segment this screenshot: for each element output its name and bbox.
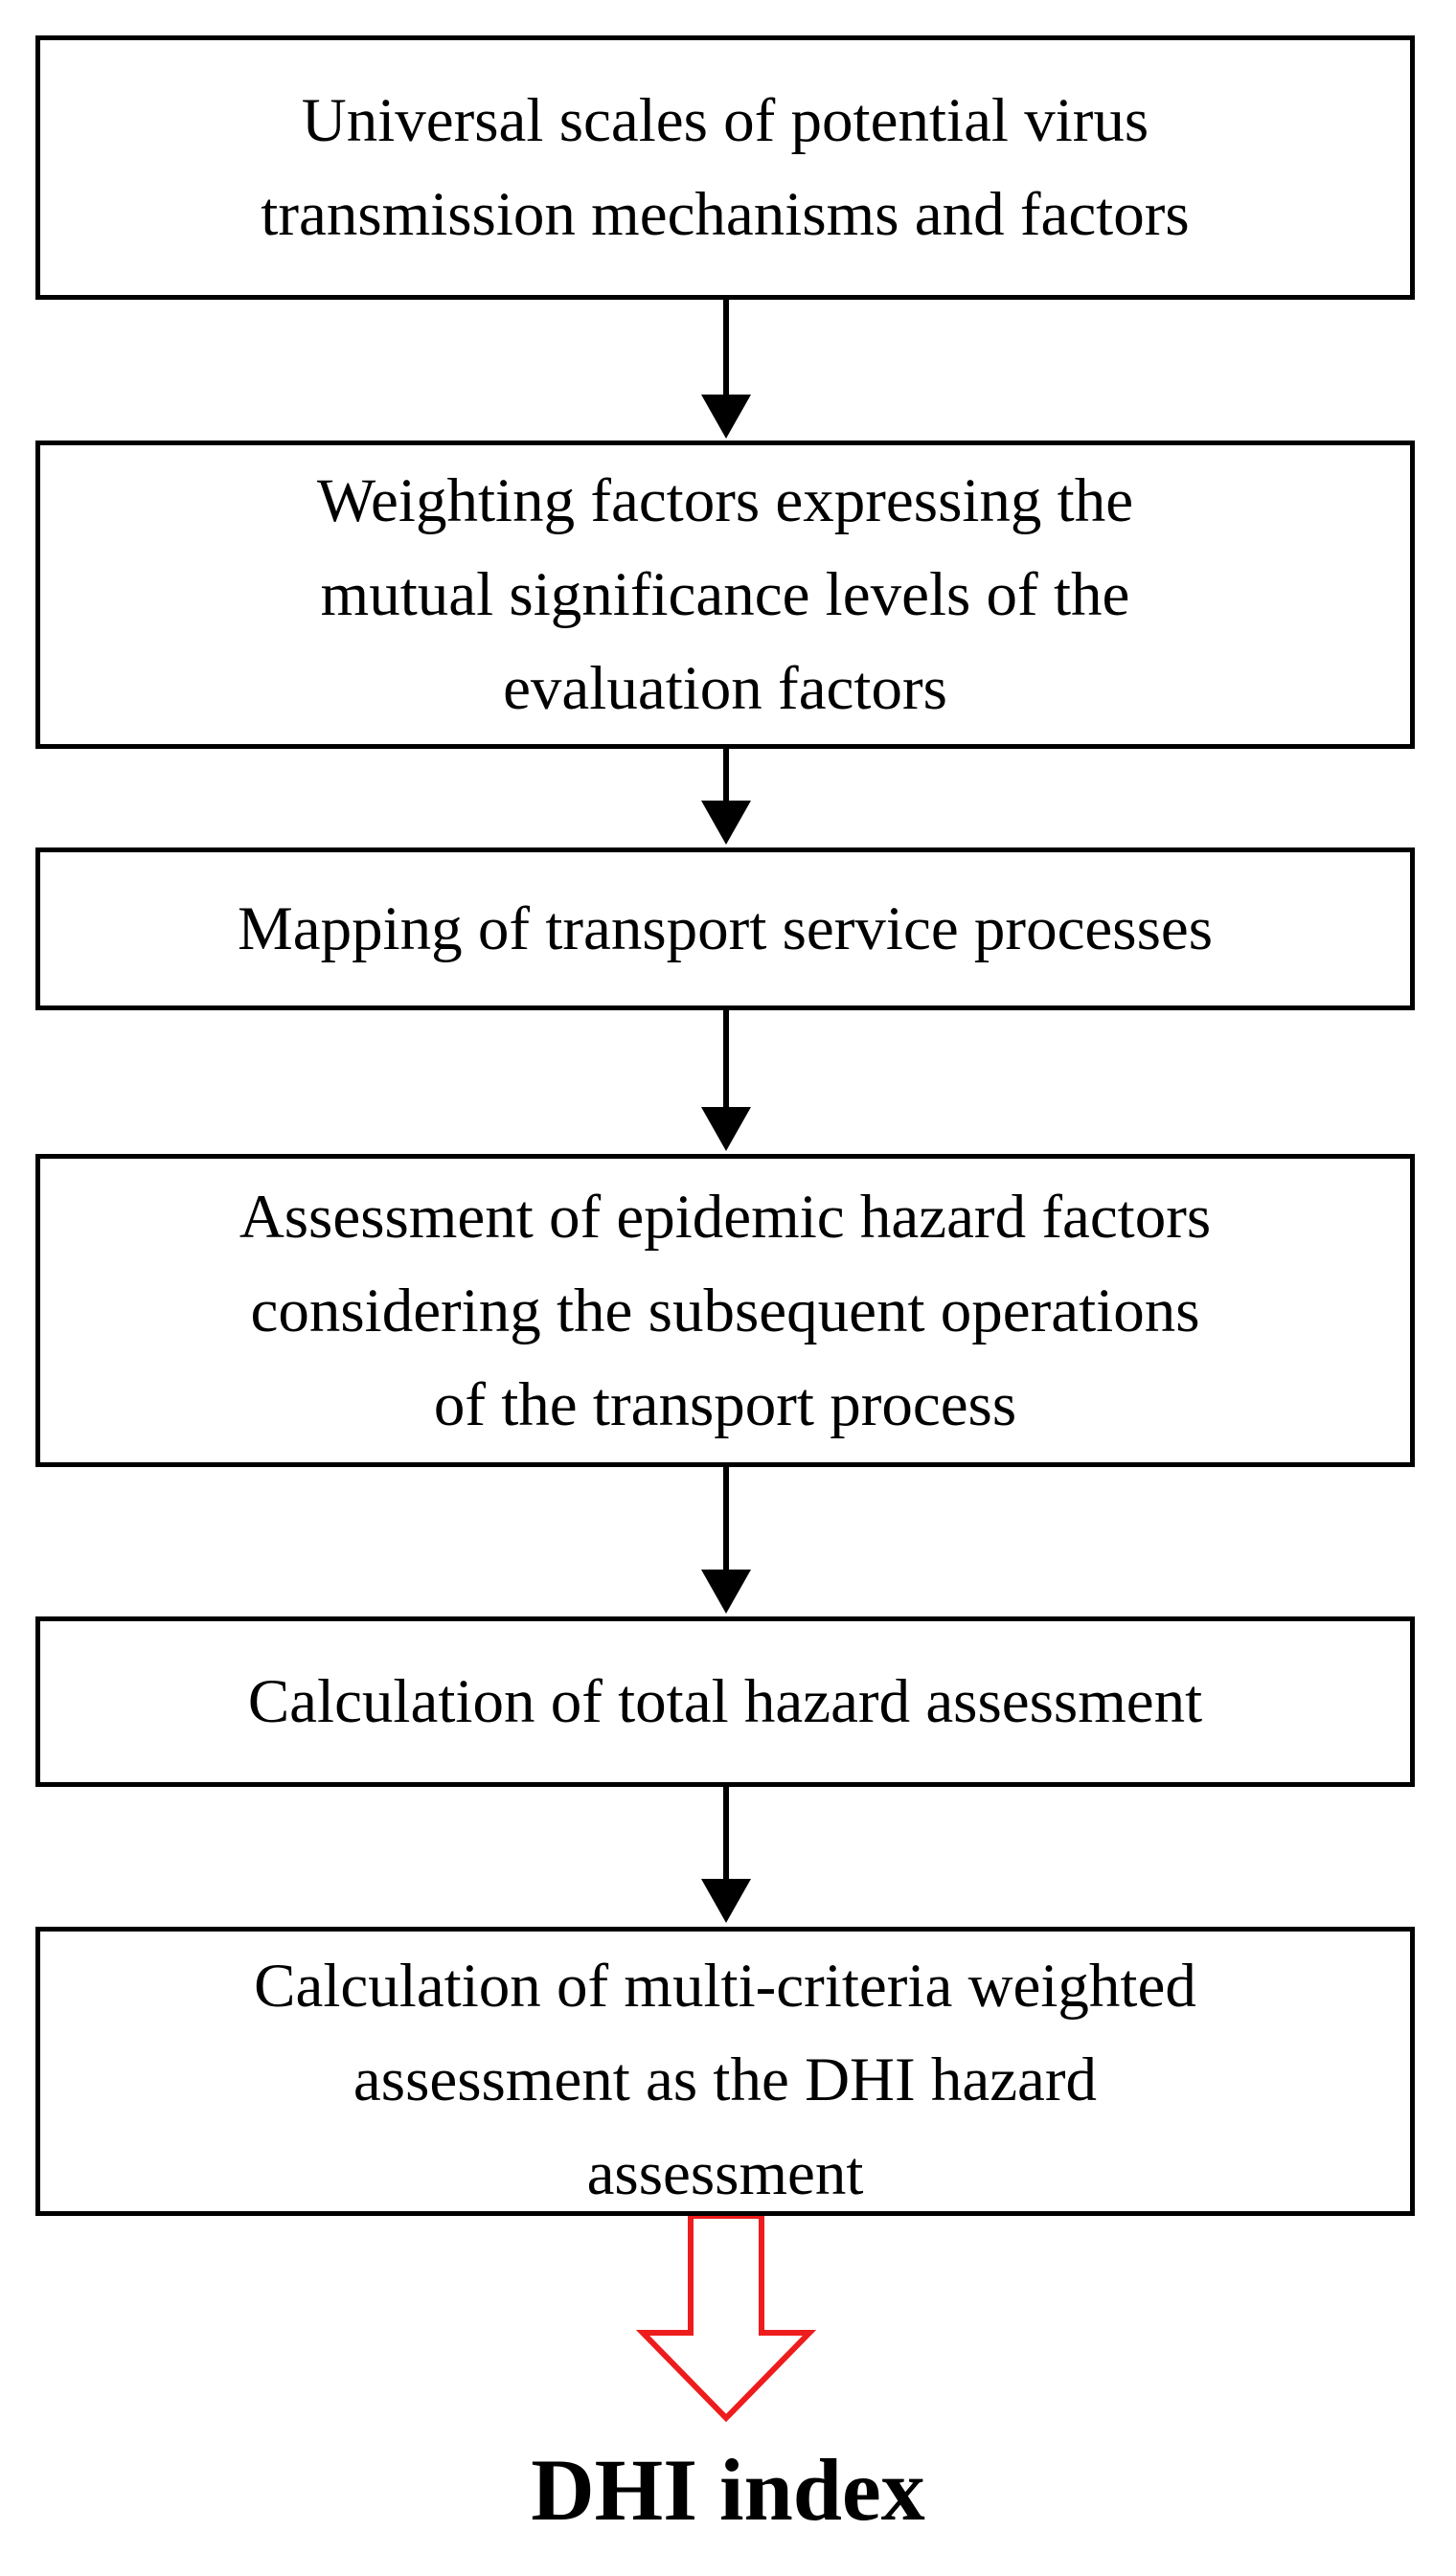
step-total-hazard: Calculation of total hazard assessment [35,1616,1415,1787]
step-text-line: Universal scales of potential virus [301,86,1149,155]
flow-arrow-4 [701,1467,751,1614]
step-text-line: Weighting factors expressing the [316,466,1134,535]
step-text-line: Mapping of transport service processes [237,894,1214,963]
step-weighting-factors: Weighting factors expressing the mutual … [35,441,1415,749]
step-mapping-processes: Mapping of transport service processes [35,847,1415,1010]
step-text-line: evaluation factors [503,654,947,723]
step-text-line: transmission mechanisms and factors [261,180,1190,249]
output-label: DHI index [531,2441,925,2539]
flow-arrow-3 [701,1010,751,1151]
step-text-line: mutual significance levels of the [320,560,1130,629]
step-text-line: Assessment of epidemic hazard factors [239,1182,1212,1252]
step-text-line: assessment [586,2139,864,2208]
step-text-line: of the transport process [433,1369,1017,1439]
step-hazard-assessment: Assessment of epidemic hazard factors co… [35,1154,1415,1467]
flow-arrow-2 [701,749,751,845]
step-text-line: Calculation of multi-criteria weighted [254,1952,1196,2021]
step-universal-scales: Universal scales of potential virus tran… [35,35,1415,300]
step-text-line: considering the subsequent operations [250,1276,1200,1345]
step-weighted-assessment: Calculation of multi-criteria weighted a… [35,1927,1415,2216]
step-text-line: Calculation of total hazard assessment [247,1667,1203,1736]
step-text-line: assessment as the DHI hazard [353,2045,1098,2114]
output-arrow [635,2213,817,2423]
flow-arrow-5 [701,1787,751,1923]
flow-arrow-1 [701,300,751,439]
